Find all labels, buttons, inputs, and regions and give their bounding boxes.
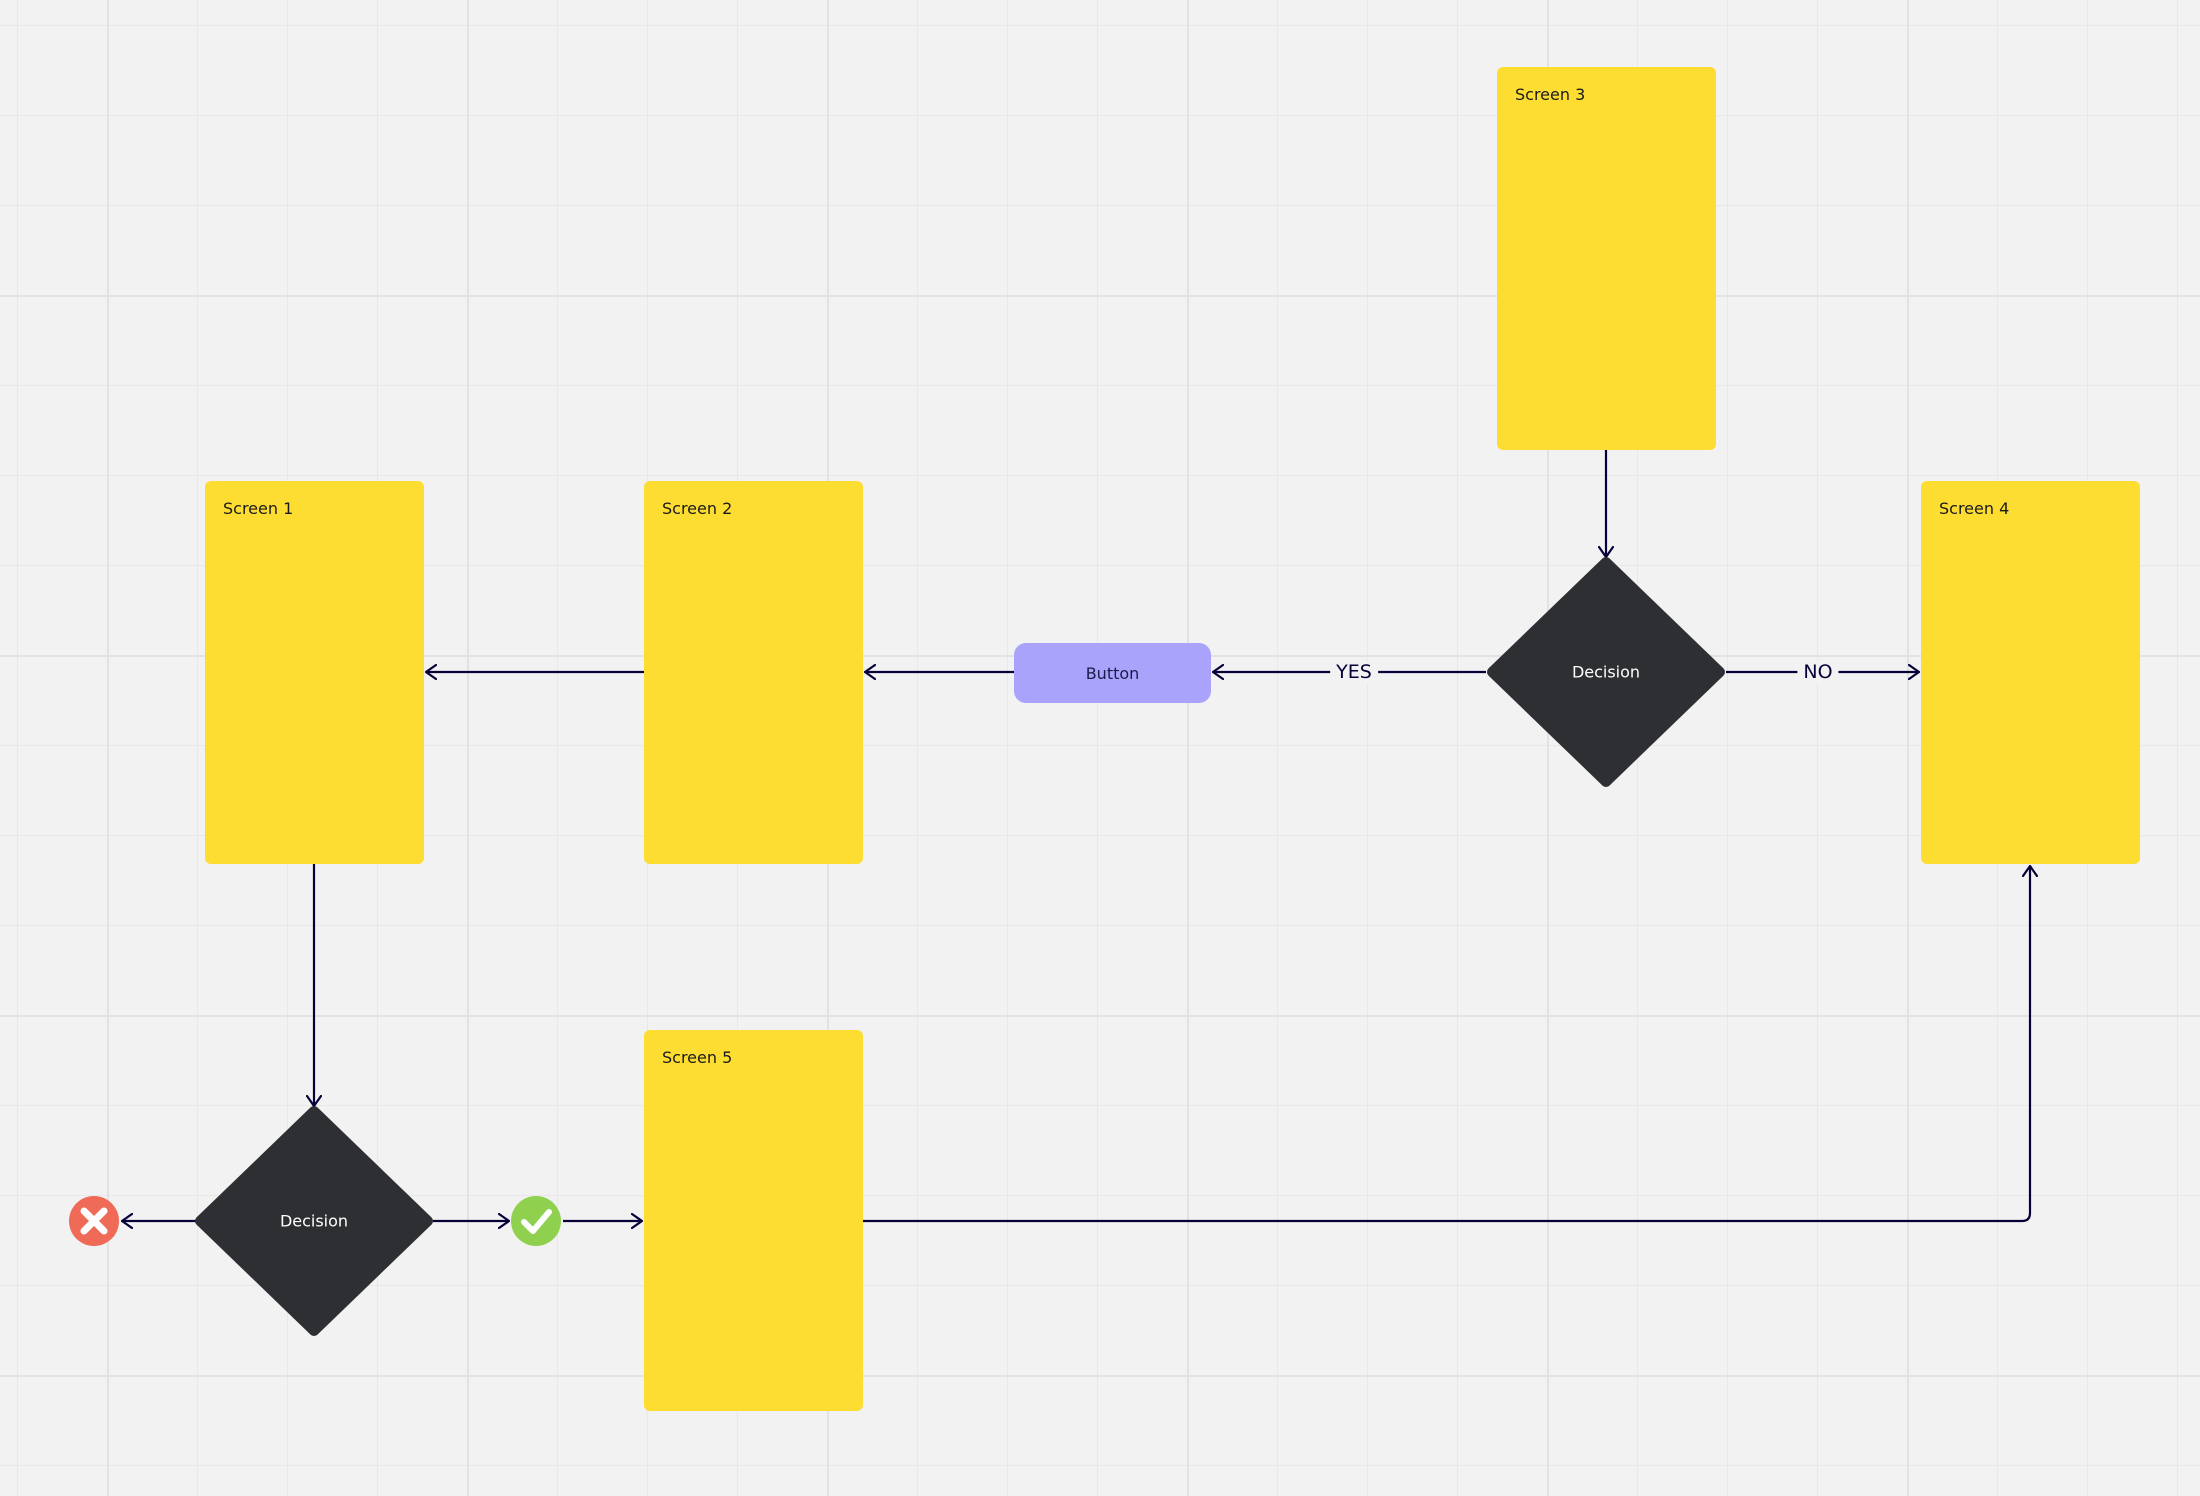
decision-diamond-bottom[interactable] <box>195 1106 433 1336</box>
screen-4-card[interactable]: Screen 4 <box>1921 481 2140 864</box>
decision-top-label: Decision <box>1571 662 1641 682</box>
screen-5-label: Screen 5 <box>662 1048 733 1067</box>
button-shape[interactable]: Button <box>1014 643 1211 703</box>
decision-bottom-label: Decision <box>279 1211 349 1231</box>
screen-1-card[interactable]: Screen 1 <box>205 481 424 864</box>
screen-2-label: Screen 2 <box>662 499 733 518</box>
connector-screen5-to-screen4[interactable] <box>863 866 2030 1223</box>
screen-3-label: Screen 3 <box>1515 85 1586 104</box>
yes-edge-label: YES <box>1330 661 1378 683</box>
screen-1-label: Screen 1 <box>223 499 294 518</box>
screen-5-card[interactable]: Screen 5 <box>644 1030 863 1411</box>
screen-2-card[interactable]: Screen 2 <box>644 481 863 864</box>
screen-4-label: Screen 4 <box>1939 499 2010 518</box>
no-edge-label: NO <box>1797 661 1839 683</box>
screen-3-card[interactable]: Screen 3 <box>1497 67 1716 450</box>
check-circle-icon <box>511 1196 561 1246</box>
decision-diamond-top[interactable] <box>1487 557 1725 787</box>
x-circle-icon <box>69 1196 119 1246</box>
